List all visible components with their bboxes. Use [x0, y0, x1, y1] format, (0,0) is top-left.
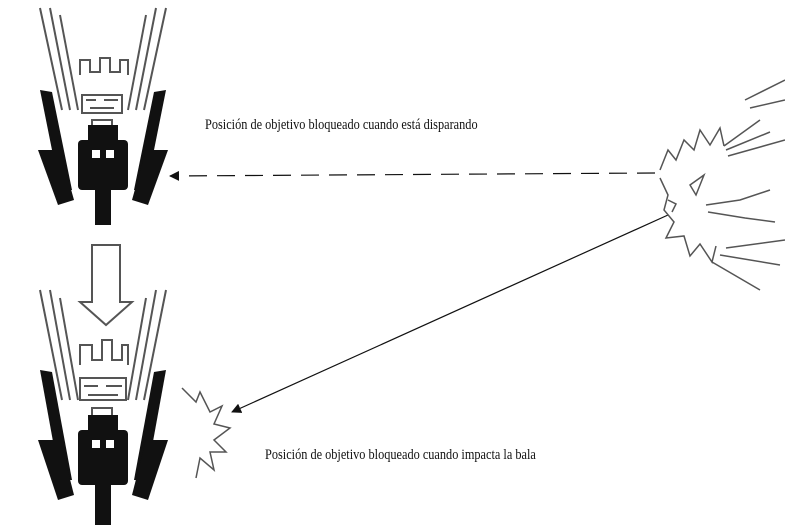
target-mech-bottom-icon — [38, 290, 168, 525]
firing-trajectory-line — [170, 173, 655, 176]
impact-trajectory-line — [232, 215, 668, 412]
target-mech-top-icon — [38, 8, 168, 225]
impact-burst-icon — [182, 388, 230, 478]
shooter-explosion-icon — [660, 80, 785, 290]
impact-position-label: Posición de objetivo bloqueado cuando im… — [265, 447, 536, 464]
movement-arrow-icon — [80, 245, 132, 325]
firing-position-label: Posición de objetivo bloqueado cuando es… — [205, 117, 478, 134]
